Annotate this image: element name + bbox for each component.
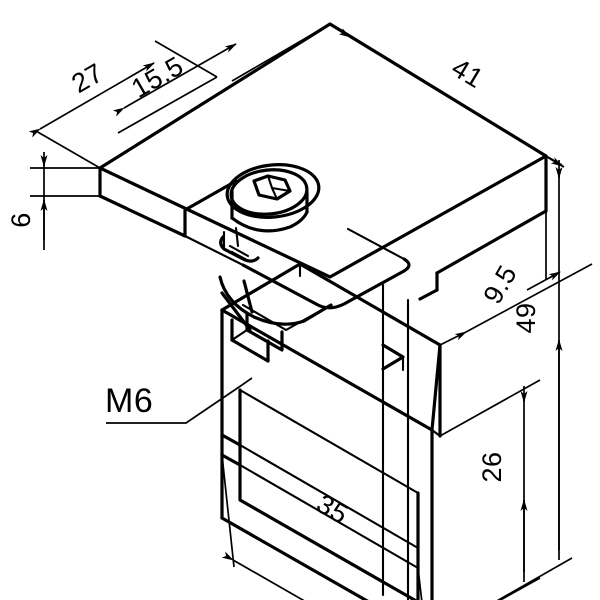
dimension-41: 41 <box>329 23 565 168</box>
dimension-label-49: 49 <box>511 302 541 333</box>
clamp-shelf <box>183 179 439 310</box>
dimension-label-9-5: 9.5 <box>477 260 523 309</box>
dimension-49: 49 <box>496 155 573 600</box>
dimension-27: 27 <box>28 40 218 169</box>
dimension-label-26: 26 <box>477 451 507 482</box>
dimension-label-6: 6 <box>6 212 36 228</box>
annotation-m6: M6 <box>105 377 253 424</box>
dimension-label-41: 41 <box>447 52 489 94</box>
dimension-15-5: 15.5 <box>112 23 331 134</box>
dimension-label-35: 35 <box>312 488 354 530</box>
hex-socket-screw <box>219 163 321 263</box>
dimension-6: 6 <box>6 152 100 250</box>
annotation-label-m6: M6 <box>105 382 153 420</box>
dimension-label-15-5: 15.5 <box>126 51 188 104</box>
dimension-26: 26 <box>439 379 541 600</box>
vertical-bracket-body <box>220 262 442 600</box>
